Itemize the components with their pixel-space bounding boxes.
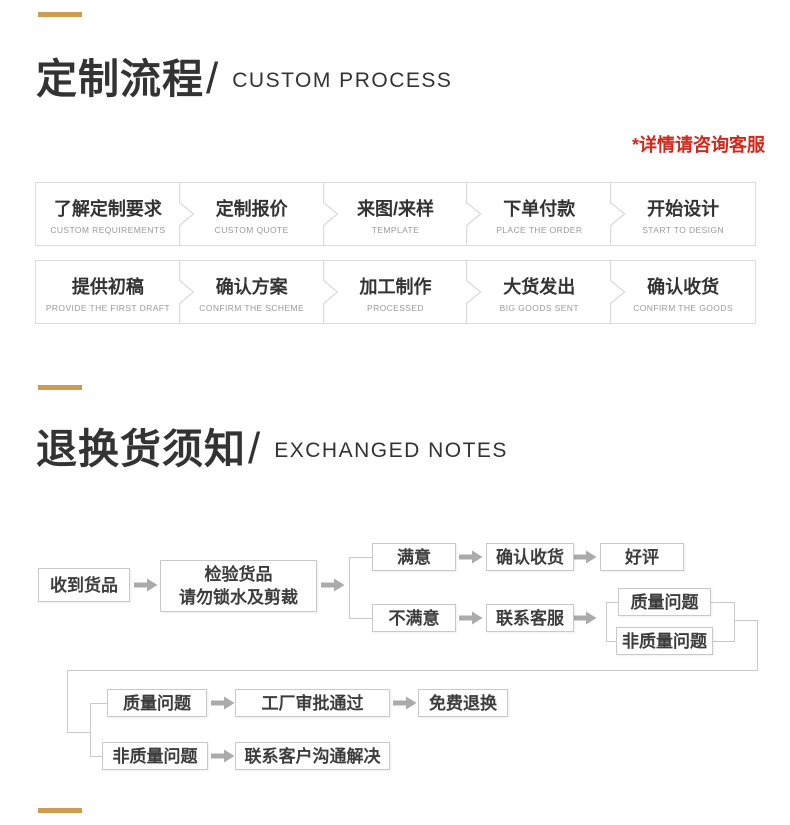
section-divider-dash (38, 385, 82, 390)
process-step: 提供初稿 PROVIDE THE FIRST DRAFT (36, 261, 180, 323)
title-chinese: 退换货须知 (36, 425, 246, 472)
step-label-cn: 确认收货 (647, 277, 720, 297)
step-label-en: CUSTOM QUOTE (214, 225, 289, 235)
chevron-separator-icon (322, 182, 339, 246)
connector-line (757, 620, 758, 671)
process-step: 来图/来样 TEMPLATE (324, 183, 468, 245)
consult-service-note: *详情请咨询客服 (631, 135, 765, 155)
process-row-1: 了解定制要求 CUSTOM REQUIREMENTS 定制报价 CUSTOM Q… (35, 182, 756, 246)
chevron-separator-icon (466, 260, 482, 324)
flow-box-satisfied: 满意 (372, 543, 456, 571)
process-step: 大货发出 BIG GOODS SENT (467, 261, 611, 323)
connector-line (606, 641, 618, 642)
flow-arrow-icon (211, 749, 235, 763)
step-label-cn: 开始设计 (647, 199, 720, 219)
title-chinese: 定制流程 (36, 55, 204, 102)
title-slash: / (248, 424, 261, 473)
step-label-cn: 确认方案 (215, 277, 288, 297)
flow-box-contact-customer: 联系客户沟通解决 (235, 742, 390, 770)
step-label-cn: 下单付款 (503, 199, 576, 219)
connector-line (734, 620, 758, 621)
exchange-notes-title: 退换货须知/ EXCHANGED NOTES (36, 424, 508, 473)
title-english: EXCHANGED NOTES (274, 438, 508, 462)
step-label-en: BIG GOODS SENT (499, 303, 579, 313)
flow-arrow-icon (393, 696, 417, 710)
section-divider-dash (38, 12, 82, 17)
connector-line (349, 557, 350, 619)
chevron-separator-icon (610, 260, 626, 324)
connector-line (713, 641, 734, 642)
step-label-en: START TO DESIGN (642, 225, 724, 235)
connector-line (67, 670, 758, 671)
step-label-cn: 加工制作 (359, 277, 432, 297)
connector-line (711, 602, 734, 603)
step-label-en: CONFIRM THE GOODS (633, 303, 733, 313)
connector-line (349, 618, 372, 619)
flow-box-free-exchange: 免费退换 (418, 689, 508, 717)
process-step: 确认收货 CONFIRM THE GOODS (611, 261, 755, 323)
inspect-line-2: 请勿锁水及剪裁 (179, 588, 298, 607)
step-label-en: CUSTOM REQUIREMENTS (50, 225, 166, 235)
connector-line (734, 602, 735, 642)
flow-arrow-icon (134, 578, 158, 592)
flow-arrow-icon (459, 611, 483, 625)
inspect-line-1: 检验货品 (204, 565, 273, 584)
chevron-separator-icon (610, 182, 626, 246)
step-label-en: CONFIRM THE SCHEME (199, 303, 305, 313)
flow-arrow-icon (211, 696, 235, 710)
flow-arrow-icon (321, 578, 345, 592)
step-label-en: TEMPLATE (371, 225, 420, 235)
custom-process-title: 定制流程/ CUSTOM PROCESS (36, 54, 453, 103)
flow-box-confirm-receipt: 确认收货 (486, 543, 574, 571)
flow-box-unsatisfied: 不满意 (372, 604, 456, 632)
process-step: 加工制作 PROCESSED (324, 261, 468, 323)
process-step: 下单付款 PLACE THE ORDER (467, 183, 611, 245)
connector-line (90, 703, 91, 757)
process-row-2: 提供初稿 PROVIDE THE FIRST DRAFT 确认方案 CONFIR… (35, 260, 756, 324)
flow-arrow-icon (573, 611, 597, 625)
connector-line (67, 732, 91, 733)
step-label-en: PLACE THE ORDER (496, 225, 583, 235)
flow-box-inspect: 检验货品 请勿锁水及剪裁 (160, 560, 317, 612)
process-step: 开始设计 START TO DESIGN (611, 183, 755, 245)
step-label-en: PROVIDE THE FIRST DRAFT (45, 303, 170, 313)
chevron-separator-icon (178, 260, 195, 324)
step-label-cn: 定制报价 (215, 199, 288, 219)
step-label-cn: 大货发出 (503, 277, 576, 297)
flow-box-non-quality-issue-right: 非质量问题 (616, 627, 713, 655)
flow-box-non-quality-issue-bottom: 非质量问题 (102, 742, 208, 770)
connector-line (90, 703, 107, 704)
flow-box-contact-service: 联系客服 (486, 604, 574, 632)
title-slash: / (206, 54, 219, 103)
flow-box-quality-issue-right: 质量问题 (618, 588, 711, 616)
flow-box-factory-approval: 工厂审批通过 (235, 689, 390, 717)
title-english: CUSTOM PROCESS (232, 68, 453, 92)
section-divider-dash (38, 808, 82, 813)
process-step: 确认方案 CONFIRM THE SCHEME (180, 261, 324, 323)
connector-line (67, 670, 68, 733)
connector-line (606, 602, 607, 642)
connector-line (606, 602, 618, 603)
step-label-cn: 了解定制要求 (53, 199, 162, 219)
step-label-cn: 来图/来样 (356, 199, 434, 219)
connector-line (90, 756, 102, 757)
connector-line (349, 557, 372, 558)
flow-arrow-icon (573, 550, 597, 564)
flow-box-good-review: 好评 (600, 543, 684, 571)
process-step: 定制报价 CUSTOM QUOTE (180, 183, 324, 245)
chevron-separator-icon (178, 182, 195, 246)
step-label-en: PROCESSED (367, 303, 424, 313)
flow-box-received: 收到货品 (38, 568, 130, 602)
flow-arrow-icon (459, 550, 483, 564)
chevron-separator-icon (322, 260, 339, 324)
process-step: 了解定制要求 CUSTOM REQUIREMENTS (36, 183, 180, 245)
chevron-separator-icon (466, 182, 482, 246)
step-label-cn: 提供初稿 (71, 277, 144, 297)
flow-box-quality-issue-bottom: 质量问题 (107, 689, 207, 717)
